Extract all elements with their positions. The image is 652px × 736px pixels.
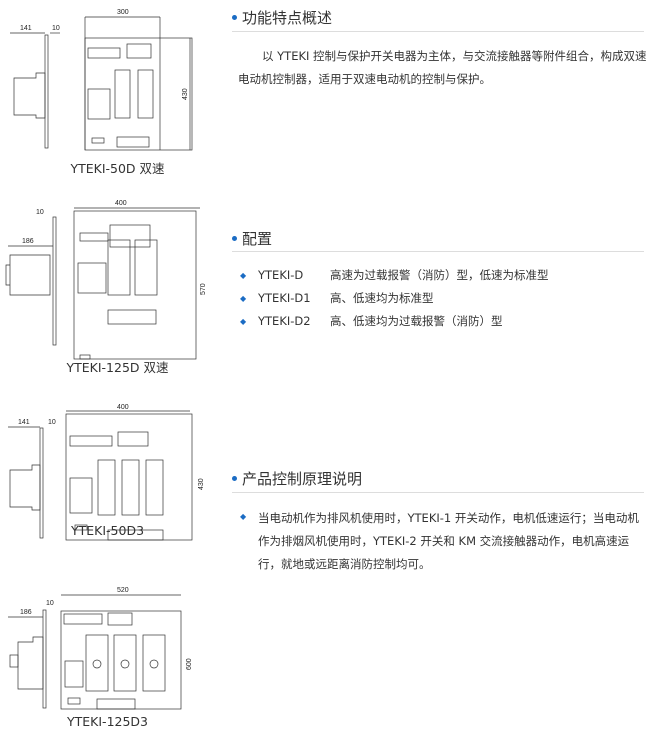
heading-text: 配置 xyxy=(242,230,273,248)
config-item: ◆ YTEKI-D2 高、低速均为过载报警（消防）型 xyxy=(240,313,503,329)
drawing-caption: YTEKI-50D 双速 xyxy=(70,161,165,176)
diamond-bullet-icon: ◆ xyxy=(240,293,247,303)
config-item: ◆ YTEKI-D 高速为过载报警（消防）型，低速为标准型 xyxy=(240,267,549,283)
plate-dim: 10 xyxy=(48,419,56,426)
config-desc: 高、低速均为过载报警（消防）型 xyxy=(330,314,503,328)
config-desc: 高速为过载报警（消防）型，低速为标准型 xyxy=(330,268,549,282)
drawing-caption: YTEKI-125D3 xyxy=(67,714,148,729)
plate-dim: 10 xyxy=(46,600,54,607)
drawing-yteki-50d3: 141 10 400 430 xyxy=(8,404,205,541)
plate-dim: 10 xyxy=(36,209,44,216)
config-code: YTEKI-D xyxy=(258,268,304,282)
diamond-bullet-icon: ◆ xyxy=(240,512,247,521)
height-dim: 600 xyxy=(186,658,193,670)
depth-dim: 141 xyxy=(20,25,32,32)
diamond-bullet-icon: ◆ xyxy=(240,270,247,280)
height-dim: 570 xyxy=(200,283,207,295)
section-heading-principle: 产品控制原理说明 xyxy=(232,468,362,489)
section-heading-features: 功能特点概述 xyxy=(232,7,332,28)
height-dim: 430 xyxy=(198,478,205,490)
drawing-yteki-125d: 10 186 400 570 xyxy=(5,200,207,360)
config-code: YTEKI-D1 xyxy=(258,291,311,305)
depth-dim: 186 xyxy=(22,238,34,245)
config-desc: 高、低速均为标准型 xyxy=(330,291,434,305)
divider xyxy=(232,31,644,32)
width-dim: 400 xyxy=(115,200,127,207)
drawing-yteki-50d: 141 10 300 430 xyxy=(10,9,193,151)
divider xyxy=(232,492,644,493)
width-dim: 400 xyxy=(117,404,129,411)
bullet-dot-icon xyxy=(232,15,237,20)
principle-paragraph: 当电动机作为排风机使用时，YTEKI-1 开关动作，电机低速运行；当电动机作为排… xyxy=(258,511,639,571)
drawing-caption: YTEKI-50D3 xyxy=(70,523,145,538)
config-code: YTEKI-D2 xyxy=(258,314,311,328)
drawing-caption: YTEKI-125D 双速 xyxy=(66,360,169,375)
features-paragraph: 以 YTEKI 控制与保护开关电器为主体，与交流接触器等附件组合，构成双速电动机… xyxy=(238,49,647,86)
heading-text: 产品控制原理说明 xyxy=(242,470,363,488)
depth-dim: 141 xyxy=(18,419,30,426)
height-dim: 430 xyxy=(182,88,189,100)
plate-dim: 10 xyxy=(52,25,60,32)
depth-dim: 186 xyxy=(20,609,32,616)
config-item: ◆ YTEKI-D1 高、低速均为标准型 xyxy=(240,290,434,306)
width-dim: 300 xyxy=(117,9,129,16)
bullet-dot-icon xyxy=(232,236,237,241)
bullet-dot-icon xyxy=(232,476,237,481)
diamond-bullet-icon: ◆ xyxy=(240,316,247,326)
divider xyxy=(232,251,644,252)
heading-text: 功能特点概述 xyxy=(242,9,333,27)
drawing-yteki-125d3: 186 10 520 600 xyxy=(8,587,193,710)
section-heading-config: 配置 xyxy=(232,228,272,249)
width-dim: 520 xyxy=(117,587,129,594)
